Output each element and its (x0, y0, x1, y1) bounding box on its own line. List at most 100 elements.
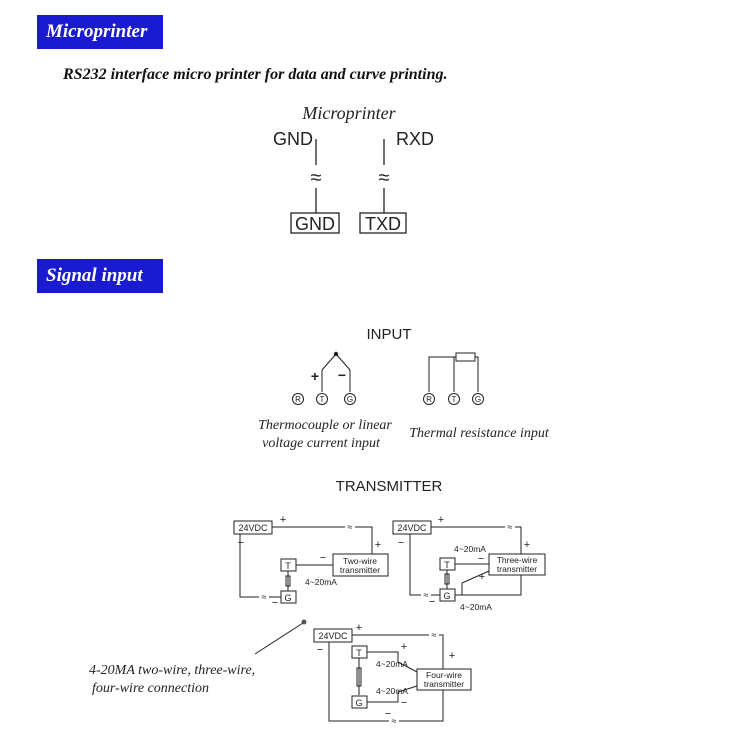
input-diagram: INPUT + − R T G R T G Thermocouple or li… (258, 326, 550, 451)
four-wire-signal-plus: + (401, 641, 407, 653)
three-wire-shunt-resistor (444, 573, 450, 585)
four-wire-diagram: 24VDC + − ≈ + Four-wire transmitter T + … (313, 622, 472, 726)
terminal-g-left (344, 393, 356, 405)
three-wire-tx-plus: + (524, 539, 530, 551)
rtd-wire-right (475, 356, 479, 392)
pin-bottom-txd: TXD (365, 214, 401, 234)
three-wire-common-drop (455, 583, 463, 596)
thermocouple-leg-minus (335, 353, 351, 371)
two-wire-supply-label: 24VDC (238, 523, 268, 533)
rtd-wire-left (428, 356, 456, 392)
wave-symbol-right: ≈ (379, 167, 390, 189)
connection-note-line2: four-wire connection (92, 681, 209, 696)
terminal-r-right-label: R (426, 395, 432, 404)
signal-input-heading: Signal input (37, 259, 163, 293)
terminal-t-left-label: T (320, 395, 325, 404)
terminal-g-right-label: G (475, 395, 481, 404)
two-wire-current: 4~20mA (305, 577, 337, 587)
three-wire-plus-wire-b (515, 526, 522, 554)
two-wire-tx-minus: − (320, 552, 326, 564)
three-wire-minus: − (398, 537, 404, 549)
note-pointer-dot (301, 619, 307, 625)
three-wire-line1: Three-wire (497, 555, 538, 565)
polarity-minus: − (338, 367, 346, 383)
two-wire-plus-wire-b (355, 526, 373, 554)
four-wire-terminal-g (351, 695, 368, 709)
four-wire-plus: + (356, 622, 362, 634)
four-wire-plus-wire-b (439, 634, 444, 669)
two-wire-terminal-t-label: T (285, 561, 291, 571)
four-wire-transmitter-box (416, 668, 472, 691)
four-wire-current-top: 4~20mA (376, 659, 408, 669)
thermocouple-leg-plus (321, 353, 337, 371)
terminal-t-right-label: T (452, 395, 457, 404)
four-wire-signal-minus: − (401, 697, 407, 709)
four-wire-supply-label: 24VDC (318, 631, 348, 641)
four-wire-minus-wire-b (399, 690, 444, 722)
input-title: INPUT (367, 326, 412, 343)
two-wire-terminal-g-label: G (284, 593, 291, 603)
three-wire-terminal-g-label: G (443, 591, 450, 601)
terminal-g-left-label: G (347, 395, 353, 404)
three-wire-terminal-t-label: T (444, 560, 450, 570)
two-wire-shunt-resistor (285, 575, 291, 587)
two-wire-line1: Two-wire (343, 556, 377, 566)
two-wire-minus: − (238, 537, 244, 549)
three-wire-diagram: 24VDC + − ≈ + Three-wire transmitter 4~2… (392, 514, 546, 612)
four-wire-minus: − (317, 644, 323, 656)
four-wire-break-minus: ≈ (392, 716, 397, 726)
two-wire-minus-wire-a (239, 534, 259, 598)
three-wire-line2: transmitter (497, 564, 537, 574)
four-wire-terminal-t-label: T (356, 648, 362, 658)
three-wire-break-plus: ≈ (508, 522, 513, 532)
four-wire-line1: Four-wire (426, 670, 462, 680)
four-wire-break-plus: ≈ (432, 630, 437, 640)
note-pointer-line (254, 622, 304, 655)
two-wire-diagram: 24VDC + − ≈ + Two-wire transmitter − T 4… (233, 514, 389, 609)
microprinter-diagram: Microprinter GND RXD ≈ ≈ GND TXD (273, 103, 434, 234)
two-wire-line2: transmitter (340, 565, 380, 575)
two-wire-g-minus: − (272, 597, 278, 609)
three-wire-g-minus: − (429, 596, 435, 608)
microprinter-heading: Microprinter (37, 15, 163, 49)
four-wire-line2: transmitter (424, 679, 464, 689)
two-wire-break-plus: ≈ (348, 522, 353, 532)
terminal-t-left (316, 393, 328, 405)
three-wire-common-plus: + (479, 571, 485, 583)
pin-top-gnd: GND (273, 129, 313, 149)
three-wire-current-bottom: 4~20mA (460, 602, 492, 612)
two-wire-tx-plus: + (375, 539, 381, 551)
three-wire-minus-wire-a (409, 534, 421, 596)
three-wire-return-wire (455, 575, 522, 596)
pin-bottom-gnd: GND (295, 214, 335, 234)
terminal-t-right (448, 393, 460, 405)
two-wire-break-minus: ≈ (262, 592, 267, 602)
four-wire-shunt-resistor (356, 667, 362, 687)
thermocouple-junction (333, 351, 339, 357)
three-wire-common-wire (461, 570, 490, 584)
four-wire-signal-minus-wire (367, 685, 418, 703)
terminal-r-left-label: R (295, 395, 301, 404)
pin-bottom-gnd-box (290, 212, 340, 234)
three-wire-signal-minus: − (478, 553, 484, 565)
three-wire-plus: + (438, 514, 444, 526)
four-wire-signal-plus-wire (367, 651, 418, 673)
polarity-plus: + (311, 368, 319, 384)
terminal-r-right (423, 393, 435, 405)
rtd-resistor (455, 352, 476, 362)
three-wire-break-minus: ≈ (424, 590, 429, 600)
pin-bottom-txd-box (359, 212, 407, 234)
microprinter-description: RS232 interface micro printer for data a… (63, 66, 448, 83)
four-wire-minus-wire-a (328, 642, 389, 722)
three-wire-current-top: 4~20mA (454, 544, 486, 554)
terminal-g-right (472, 393, 484, 405)
pin-top-rxd: RXD (396, 129, 434, 149)
terminal-r-left (292, 393, 304, 405)
three-wire-supply-label: 24VDC (397, 523, 427, 533)
two-wire-plus: + (280, 514, 286, 526)
thermocouple-caption-line1: Thermocouple or linear (258, 418, 392, 433)
wave-symbol-left: ≈ (311, 167, 322, 189)
microprinter-diagram-title: Microprinter (301, 103, 396, 123)
four-wire-tx-plus: + (449, 650, 455, 662)
